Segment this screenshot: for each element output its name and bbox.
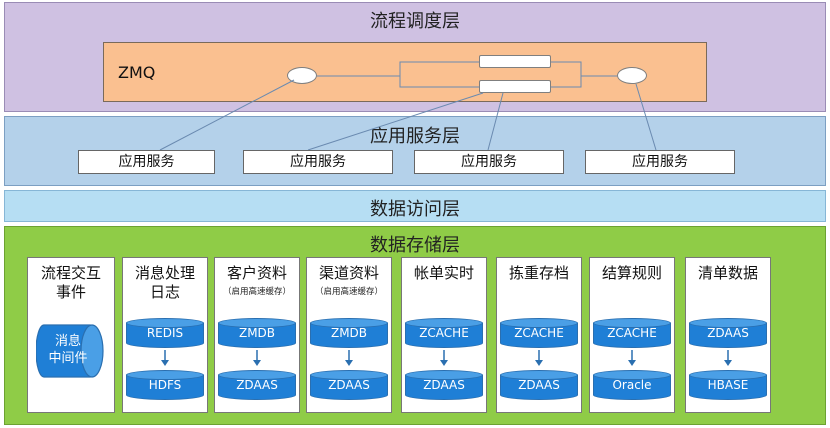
app-service-1: 应用服务 (78, 150, 215, 174)
storage-col-bill-realtime: 帐单实时 ZCACHE ZDAAS (401, 257, 487, 413)
arrow-down-icon (628, 350, 636, 366)
arrow-down-icon (345, 350, 353, 366)
db-cylinder-bottom: ZDAAS (218, 370, 296, 400)
db-label: ZDAAS (328, 378, 370, 392)
col-title: 结算规则 (601, 264, 662, 282)
db-label: ZCACHE (514, 326, 564, 340)
zmq-queue-2 (479, 80, 551, 93)
db-label: ZDAAS (518, 378, 560, 392)
db-cylinder-top: ZCACHE (593, 318, 671, 348)
col-subtitle: （启用高速缓存） (222, 287, 291, 297)
col-title: 清单数据 (697, 264, 758, 282)
arrow-down-icon (161, 350, 169, 366)
db-label: Oracle (612, 378, 652, 392)
storage-col-archive: 拣重存档 ZCACHE ZDAAS (496, 257, 582, 413)
zmq-box (103, 42, 707, 102)
zmq-output-node (617, 67, 647, 84)
db-label: ZCACHE (607, 326, 657, 340)
col-title: 帐单实时 (413, 264, 474, 282)
col-title: 客户资料 (226, 264, 287, 282)
db-label: HDFS (148, 378, 182, 392)
app-service-4: 应用服务 (585, 150, 735, 174)
db-cylinder-bottom: Oracle (593, 370, 671, 400)
data-access-layer-title: 数据访问层 (370, 199, 460, 220)
storage-col-channel: 渠道资料 （启用高速缓存） ZMDB ZDAAS (306, 257, 392, 413)
app-layer-title: 应用服务层 (370, 126, 460, 147)
col-title: 流程交互事件 (40, 264, 101, 301)
db-label: ZMDB (238, 326, 276, 340)
zmq-queue-1 (479, 55, 551, 68)
col-title: 消息处理日志 (134, 264, 195, 301)
arrow-down-icon (253, 350, 261, 366)
message-middleware-label: 消息 中间件 (40, 333, 96, 367)
db-cylinder-bottom: HDFS (126, 370, 204, 400)
app-service-3: 应用服务 (414, 150, 564, 174)
storage-col-detail-data: 清单数据 ZDAAS HBASE (685, 257, 771, 413)
arrow-down-icon (440, 350, 448, 366)
db-cylinder-top: REDIS (126, 318, 204, 348)
zmq-label: ZMQ (118, 63, 156, 82)
storage-layer-title: 数据存储层 (370, 235, 460, 256)
db-label: ZMDB (330, 326, 368, 340)
mq-label-text: 消息 中间件 (48, 334, 88, 366)
db-label: ZDAAS (236, 378, 278, 392)
db-cylinder-bottom: HBASE (689, 370, 767, 400)
storage-col-settlement: 结算规则 ZCACHE Oracle (589, 257, 675, 413)
db-label: ZDAAS (707, 326, 749, 340)
db-cylinder-top: ZCACHE (500, 318, 578, 348)
zmq-input-node (287, 67, 317, 84)
col-subtitle: （启用高速缓存） (314, 287, 383, 297)
app-service-2: 应用服务 (243, 150, 393, 174)
data-access-layer: 数据访问层 (4, 190, 826, 222)
db-cylinder-top: ZCACHE (405, 318, 483, 348)
db-label: HBASE (707, 378, 749, 392)
flow-layer-title: 流程调度层 (370, 11, 460, 32)
db-cylinder-top: ZMDB (310, 318, 388, 348)
arrow-down-icon (724, 350, 732, 366)
arrow-down-icon (535, 350, 543, 366)
db-cylinder-top: ZMDB (218, 318, 296, 348)
col-title: 拣重存档 (508, 264, 569, 282)
db-label: ZCACHE (419, 326, 469, 340)
db-cylinder-top: ZDAAS (689, 318, 767, 348)
storage-col-customer: 客户资料 （启用高速缓存） ZMDB ZDAAS (214, 257, 300, 413)
db-cylinder-bottom: ZDAAS (500, 370, 578, 400)
col-title: 渠道资料 (318, 264, 379, 282)
storage-col-msg-log: 消息处理日志 REDIS HDFS (122, 257, 208, 413)
message-queue-cylinder (36, 324, 104, 378)
db-cylinder-bottom: ZDAAS (310, 370, 388, 400)
db-label: REDIS (146, 326, 184, 340)
db-label: ZDAAS (423, 378, 465, 392)
db-cylinder-bottom: ZDAAS (405, 370, 483, 400)
